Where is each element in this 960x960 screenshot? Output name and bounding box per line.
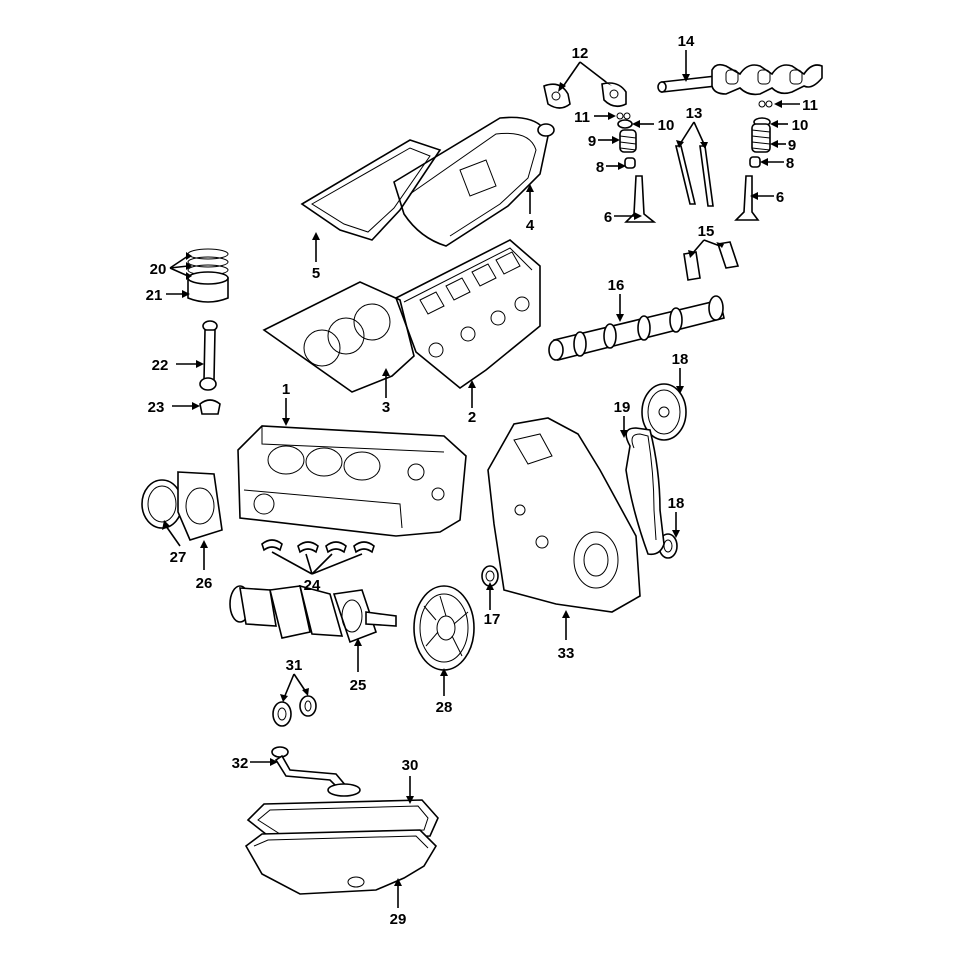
callout-4: 4 — [526, 217, 535, 234]
callout-5: 5 — [312, 265, 320, 282]
callout-18-upper: 18 — [672, 351, 689, 368]
callout-14: 14 — [678, 33, 695, 50]
callout-18-lower: 18 — [668, 495, 685, 512]
oil-pickup-tube — [271, 746, 361, 797]
head-gasket — [262, 281, 415, 393]
cylinder-head — [395, 239, 541, 390]
connecting-rod — [199, 320, 221, 415]
piston-and-rings — [187, 248, 229, 303]
callout-15: 15 — [698, 223, 715, 240]
callout-10-right: 10 — [792, 117, 809, 134]
rear-seal-and-retainer — [141, 471, 223, 541]
timing-chain — [625, 427, 665, 556]
callout-22: 22 — [152, 357, 169, 374]
main-bearings — [261, 539, 375, 554]
callout-31: 31 — [286, 657, 303, 674]
callout-29: 29 — [390, 911, 407, 928]
valve-springs — [619, 123, 771, 153]
rocker-shaft-assembly — [657, 63, 823, 96]
callout-9-right: 9 — [788, 137, 796, 154]
callout-labels: 1 2 3 4 5 6 6 8 8 9 9 10 10 11 11 12 13 … — [146, 33, 818, 928]
valve-seals — [624, 156, 761, 169]
pushrods — [674, 145, 714, 207]
callout-24: 24 — [304, 577, 321, 594]
callout-28: 28 — [436, 699, 453, 716]
callout-25: 25 — [350, 677, 367, 694]
callout-9-left: 9 — [588, 133, 596, 150]
callout-20: 20 — [150, 261, 167, 278]
callout-1: 1 — [282, 381, 290, 398]
callout-6-left: 6 — [604, 209, 612, 226]
callout-16: 16 — [608, 277, 625, 294]
lifters — [683, 241, 740, 281]
leader-lines — [162, 50, 800, 908]
callout-11-left: 11 — [574, 109, 590, 126]
callout-8-left: 8 — [596, 159, 604, 176]
callout-10-left: 10 — [658, 117, 675, 134]
crank-washers — [272, 695, 317, 727]
valve-cover — [393, 116, 555, 247]
valve-cover-gasket — [300, 139, 442, 241]
camshaft — [548, 295, 725, 361]
callout-33: 33 — [558, 645, 575, 662]
callout-27: 27 — [170, 549, 187, 566]
callout-26: 26 — [196, 575, 213, 592]
timing-cover — [487, 417, 641, 613]
valve-keepers — [616, 100, 773, 120]
callout-32: 32 — [232, 755, 249, 772]
callout-11-right: 11 — [802, 97, 818, 114]
crankshaft — [229, 584, 397, 644]
oil-pan — [244, 829, 438, 895]
engine-block — [237, 425, 467, 537]
callout-12: 12 — [572, 45, 589, 62]
callout-19: 19 — [614, 399, 631, 416]
crankshaft-damper — [413, 585, 475, 671]
callout-21: 21 — [146, 287, 163, 304]
callout-23: 23 — [148, 399, 165, 416]
callout-13: 13 — [686, 105, 703, 122]
cam-sprocket — [641, 383, 687, 441]
callout-6-right: 6 — [776, 189, 784, 206]
callout-17: 17 — [484, 611, 501, 628]
callout-2: 2 — [468, 409, 476, 426]
callout-30: 30 — [402, 757, 419, 774]
callout-3: 3 — [382, 399, 390, 416]
callout-8-right: 8 — [786, 155, 794, 172]
rocker-arms — [543, 82, 627, 109]
